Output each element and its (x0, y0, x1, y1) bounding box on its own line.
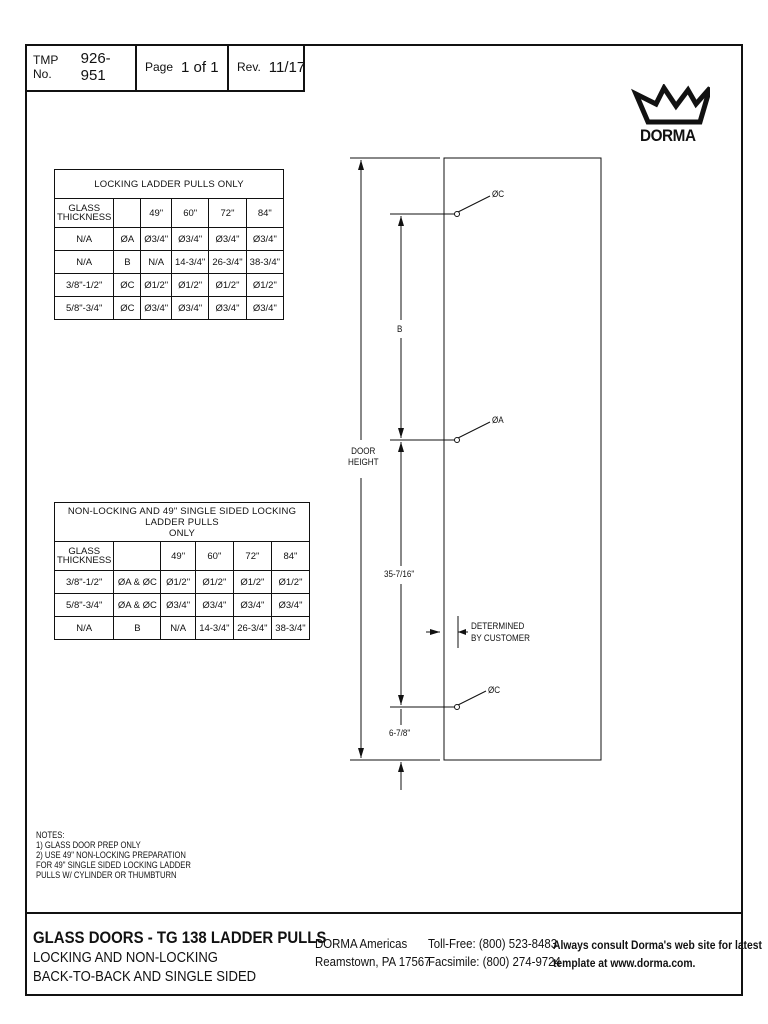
header-84: 84" (270, 541, 311, 571)
table-cell: Ø3/4" (245, 227, 285, 251)
table-cell: N/A (53, 250, 115, 274)
locking-table-title: LOCKING LADDER PULLS ONLY (54, 169, 284, 199)
document-subtitle-2: BACK-TO-BACK AND SINGLE SIDED (33, 969, 257, 985)
hole-a-mark (454, 437, 460, 443)
tmp-label: TMP No. (33, 53, 59, 81)
rev-cell: Rev. 11/17 (229, 44, 305, 90)
company-address: Reamstown, PA 17567 (315, 954, 431, 969)
table-cell: Ø1/2" (170, 273, 210, 297)
hole-a-label: ØA (492, 415, 504, 426)
table-cell: 26-3/4" (208, 250, 247, 274)
website-note-2: template at www.dorma.com. (553, 956, 696, 970)
tmp-value: 926-951 (80, 50, 111, 84)
title-block-footer: GLASS DOORS - TG 138 LADDER PULLS LOCKIN… (25, 912, 762, 998)
non-locking-table-title: NON-LOCKING AND 49" SINGLE SIDED LOCKING… (54, 502, 310, 542)
tmp-cell: TMP No. 926-951 (25, 44, 137, 90)
rev-value: 11/17 (268, 58, 306, 76)
note-line: PULLS W/ CYLINDER OR THUMBTURN (36, 870, 177, 880)
dorma-logo-text: DORMA (640, 126, 696, 145)
tollfree-phone: Toll-Free: (800) 523-8483 (428, 936, 558, 951)
page-frame (25, 44, 743, 996)
header-blank (113, 198, 142, 228)
header-72: 72" (232, 541, 272, 571)
dim-35-label: 35-7/16" (384, 569, 415, 580)
table-cell: Ø3/4" (140, 296, 172, 320)
table-cell: 38-3/4" (245, 250, 285, 274)
rev-label: Rev. (237, 60, 261, 74)
hole-c-bottom-mark (454, 704, 460, 710)
table-cell: 26-3/4" (232, 616, 272, 640)
table-cell: Ø3/4" (270, 593, 311, 617)
document-title: GLASS DOORS - TG 138 LADDER PULLS (33, 928, 327, 947)
notes-heading: NOTES: (36, 830, 65, 840)
table-cell: N/A (160, 616, 196, 640)
table-cell: ØC (113, 296, 142, 320)
table-cell: ØC (113, 273, 142, 297)
table-cell: Ø3/4" (194, 593, 234, 617)
page-value: 1 of 1 (181, 58, 219, 76)
table-cell: Ø3/4" (245, 296, 285, 320)
table-cell: 5/8"-3/4" (53, 296, 115, 320)
page-label: Page (145, 60, 174, 74)
table-cell: B (113, 616, 162, 640)
table-cell: N/A (140, 250, 172, 274)
title-block-header: TMP No. 926-951 Page 1 of 1 Rev. 11/17 (25, 44, 305, 92)
header-49: 49" (160, 541, 196, 571)
table-cell: Ø3/4" (232, 593, 272, 617)
dim-b-label: B (397, 324, 403, 335)
page-cell: Page 1 of 1 (137, 44, 229, 90)
table-cell: Ø3/4" (208, 227, 247, 251)
table-cell: 14-3/4" (170, 250, 210, 274)
crown-logo-icon (631, 84, 710, 125)
non-locking-table: NON-LOCKING AND 49" SINGLE SIDED LOCKING… (53, 502, 311, 640)
table-cell: Ø3/4" (160, 593, 196, 617)
table-cell: ØA (113, 227, 142, 251)
header-72: 72" (208, 198, 247, 228)
hole-c-top-mark (454, 211, 460, 217)
note-line: 1) GLASS DOOR PREP ONLY (36, 840, 141, 850)
website-note-1: Always consult Dorma's web site for late… (553, 938, 762, 952)
note-line: 2) USE 49" NON-LOCKING PREPARATION (36, 850, 186, 860)
table-cell: Ø3/4" (170, 296, 210, 320)
table-cell: 38-3/4" (270, 616, 311, 640)
table-cell: Ø1/2" (194, 570, 234, 594)
company-name: DORMA Americas (315, 936, 408, 951)
notes-block: NOTES: 1) GLASS DOOR PREP ONLY 2) USE 49… (36, 830, 191, 880)
table-cell: ØA & ØC (113, 593, 162, 617)
door-outline (443, 157, 602, 761)
hole-c-top-label: ØC (492, 189, 505, 200)
table-cell: 5/8"-3/4" (53, 593, 115, 617)
document-subtitle-1: LOCKING AND NON-LOCKING (33, 950, 218, 966)
dim-6-label: 6-7/8" (389, 728, 411, 739)
note-line: FOR 49" SINGLE SIDED LOCKING LADDER (36, 860, 191, 870)
table-cell: N/A (53, 616, 115, 640)
hole-c-bottom-label: ØC (488, 685, 501, 696)
table-cell: Ø1/2" (232, 570, 272, 594)
fax-number: Facsimile: (800) 274-9724 (428, 954, 561, 969)
